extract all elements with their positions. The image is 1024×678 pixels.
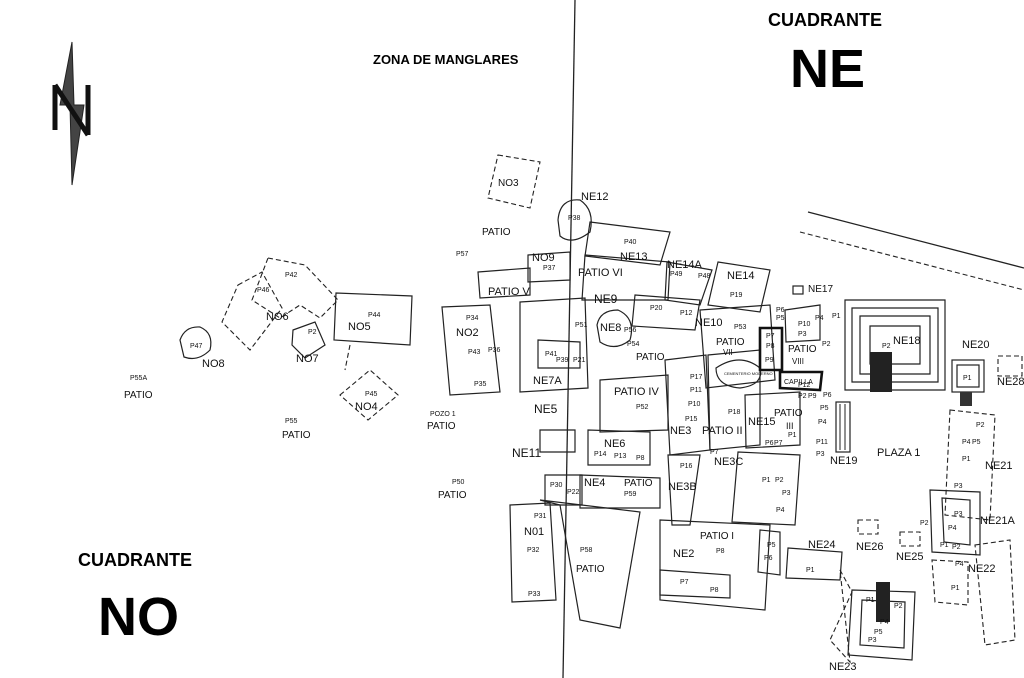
ne23-structure: [829, 569, 916, 664]
ne19-stairs: [835, 401, 851, 453]
quadrant-divider: [562, 0, 576, 678]
ne-east-structures: [857, 409, 1016, 646]
no-quadrant-heading: CUADRANTE: [78, 550, 192, 570]
ne-quadrant-code: NE: [790, 39, 866, 99]
no-quadrant-code: NO: [98, 587, 179, 647]
north-arrow-icon: N: [52, 41, 91, 186]
ne-quadrant-heading: CUADRANTE: [768, 10, 882, 30]
road-lines: [799, 211, 1024, 291]
mangrove-zone-label: ZONA DE MANGLARES: [373, 52, 519, 67]
ne20-structure: [951, 355, 1023, 406]
ne18-platform: [844, 299, 946, 392]
ne-central-structures: [659, 261, 843, 611]
no-structures: [179, 154, 557, 603]
